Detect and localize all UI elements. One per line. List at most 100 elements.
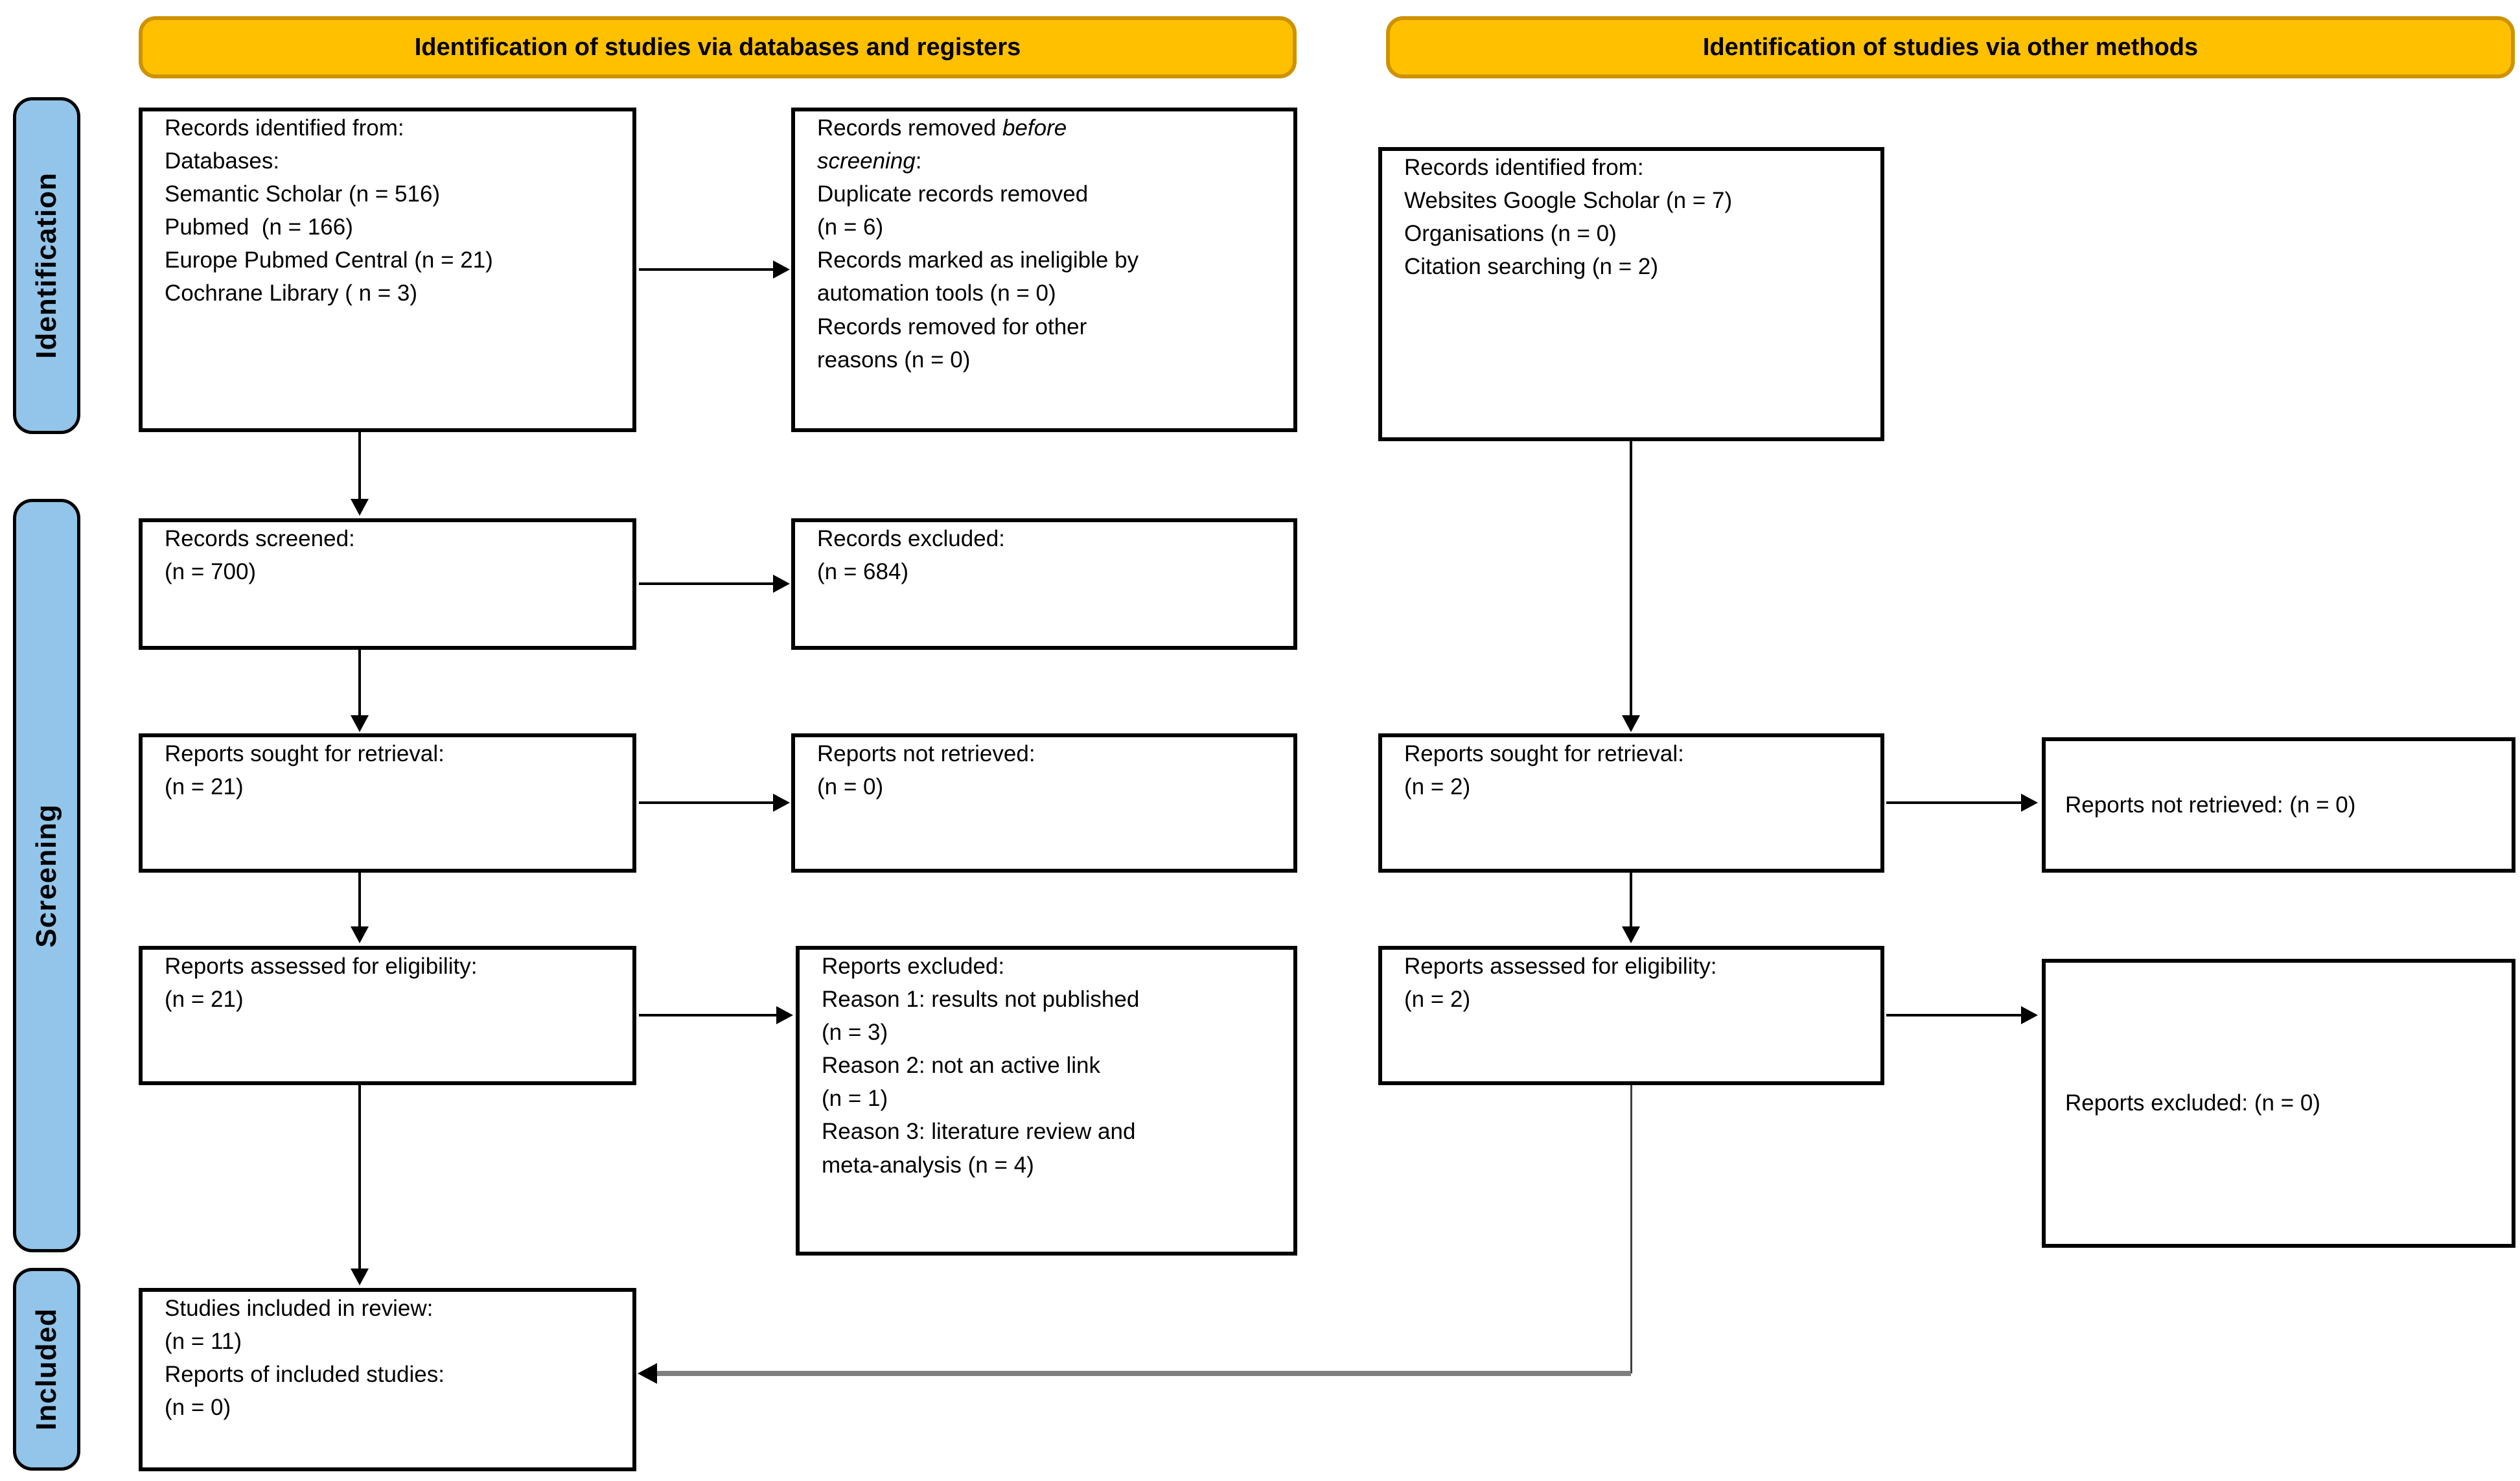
- box-line: Reports excluded:: [822, 954, 1005, 979]
- box-reports-excluded-other: Reports excluded: (n = 0): [2042, 959, 2515, 1248]
- arrow-line: [639, 582, 773, 585]
- box-line: (n = 684): [817, 559, 909, 585]
- arrow-line: [639, 268, 773, 271]
- box-line: Reason 1: results not published: [822, 987, 1140, 1013]
- banner-other-methods-label: Identification of studies via other meth…: [1702, 33, 2199, 61]
- box-line: Reports of included studies:: [165, 1362, 445, 1388]
- box-line-italic: before: [1002, 115, 1067, 141]
- box-line: (n = 3): [822, 1020, 888, 1046]
- arrow-line: [1630, 441, 1632, 715]
- box-reports-assessed-other: Reports assessed for eligibility: (n = 2…: [1378, 946, 1884, 1085]
- arrowhead-left-icon: [638, 1363, 657, 1384]
- stage-label-screening-text: Screening: [30, 803, 62, 948]
- arrow-line: [1886, 1014, 2021, 1016]
- arrowhead-right-icon: [2021, 794, 2038, 812]
- stage-label-screening: Screening: [13, 499, 80, 1252]
- box-line: (n = 0): [817, 774, 884, 800]
- box-records-identified-other: Records identified from: Websites Google…: [1378, 147, 1884, 441]
- arrow-line: [358, 1085, 361, 1269]
- box-studies-included: Studies included in review: (n = 11) Rep…: [139, 1288, 636, 1471]
- stage-label-identification: Identification: [13, 97, 80, 434]
- connector-horizontal-line: [657, 1371, 1631, 1376]
- arrowhead-right-icon: [2021, 1006, 2038, 1024]
- connector-vertical-line: [1630, 1085, 1632, 1373]
- box-line: Citation searching (n = 2): [1404, 254, 1659, 280]
- stage-label-included-text: Included: [30, 1308, 62, 1430]
- box-line: meta-analysis (n = 4): [822, 1152, 1034, 1178]
- arrowhead-right-icon: [776, 1006, 793, 1024]
- box-line-text: Records removed: [817, 115, 1002, 141]
- box-reports-excluded-reasons: Reports excluded: Reason 1: results not …: [796, 946, 1297, 1256]
- stage-label-identification-text: Identification: [30, 172, 62, 359]
- box-line: Reports excluded: (n = 0): [2065, 1090, 2320, 1116]
- arrow-line: [639, 1014, 776, 1016]
- box-reports-sought-databases: Reports sought for retrieval: (n = 21): [139, 733, 636, 873]
- arrowhead-right-icon: [773, 794, 790, 812]
- box-line: Reports not retrieved:: [817, 741, 1035, 766]
- stage-label-included: Included: [13, 1268, 80, 1471]
- arrowhead-right-icon: [773, 260, 790, 279]
- box-line-text: :: [915, 148, 922, 174]
- box-reports-not-retrieved-other: Reports not retrieved: (n = 0): [2042, 737, 2515, 873]
- box-line: (n = 2): [1404, 987, 1471, 1013]
- box-line: Reports sought for retrieval:: [165, 741, 445, 766]
- box-line: Records identified from:: [1404, 155, 1644, 180]
- box-line: Websites Google Scholar (n = 7): [1404, 188, 1733, 214]
- box-line: (n = 21): [165, 987, 244, 1013]
- box-line: Europe Pubmed Central (n = 21): [165, 247, 493, 273]
- banner-databases-registers-label: Identification of studies via databases …: [414, 33, 1021, 61]
- box-line: Cochrane Library ( n = 3): [165, 281, 418, 306]
- box-line: (n = 700): [165, 559, 257, 585]
- box-line: (n = 21): [165, 774, 244, 800]
- box-line: Pubmed (n = 166): [165, 214, 353, 240]
- arrow-line: [358, 432, 361, 499]
- box-records-removed-before-screening: Records removed before screening: Duplic…: [791, 108, 1297, 432]
- box-line: (n = 1): [822, 1086, 888, 1112]
- box-records-excluded: Records excluded: (n = 684): [791, 518, 1297, 650]
- box-line: Records marked as ineligible by: [817, 247, 1139, 273]
- box-line: Duplicate records removed: [817, 181, 1089, 207]
- box-line: Databases:: [165, 148, 280, 174]
- banner-other-methods: Identification of studies via other meth…: [1386, 16, 2515, 78]
- box-line: Reports assessed for eligibility:: [1404, 954, 1717, 979]
- box-line: (n = 2): [1404, 774, 1471, 800]
- box-line: Records excluded:: [817, 526, 1005, 551]
- arrowhead-down-icon: [1622, 926, 1640, 943]
- box-line: screening:: [817, 144, 1274, 178]
- box-line: Reports assessed for eligibility:: [165, 954, 478, 979]
- box-line: Reason 3: literature review and: [822, 1119, 1136, 1145]
- arrowhead-down-icon: [351, 715, 369, 732]
- box-line: Studies included in review:: [165, 1296, 433, 1321]
- box-line: (n = 11): [165, 1329, 242, 1355]
- box-reports-assessed-databases: Reports assessed for eligibility: (n = 2…: [139, 946, 636, 1085]
- box-line: Organisations (n = 0): [1404, 221, 1617, 247]
- arrow-line: [639, 801, 773, 804]
- box-records-screened: Records screened: (n = 700): [139, 518, 636, 650]
- box-line-italic: screening: [817, 148, 916, 174]
- box-line: (n = 0): [165, 1395, 231, 1421]
- box-line: Semantic Scholar (n = 516): [165, 181, 441, 207]
- box-line: Reports not retrieved: (n = 0): [2065, 792, 2356, 818]
- arrowhead-right-icon: [773, 575, 790, 593]
- box-reports-not-retrieved-databases: Reports not retrieved: (n = 0): [791, 733, 1297, 873]
- box-line: reasons (n = 0): [817, 347, 971, 373]
- banner-databases-registers: Identification of studies via databases …: [139, 16, 1297, 78]
- arrowhead-down-icon: [351, 926, 369, 943]
- box-line: (n = 6): [817, 214, 884, 240]
- arrow-line: [358, 873, 361, 926]
- arrow-line: [1630, 873, 1632, 926]
- box-records-identified-databases: Records identified from: Databases: Sema…: [139, 108, 636, 432]
- box-line: Records screened:: [165, 526, 355, 551]
- arrowhead-down-icon: [351, 499, 369, 516]
- box-line: Records removed before: [817, 111, 1274, 144]
- arrow-line: [358, 650, 361, 715]
- arrowhead-down-icon: [1622, 715, 1640, 732]
- arrow-line: [1886, 801, 2021, 804]
- arrowhead-down-icon: [351, 1269, 369, 1285]
- box-line: Reports sought for retrieval:: [1404, 741, 1684, 766]
- box-line: Records identified from:: [165, 115, 404, 141]
- box-line: automation tools (n = 0): [817, 281, 1056, 306]
- box-line: Reason 2: not an active link: [822, 1053, 1100, 1079]
- box-line: Records removed for other: [817, 314, 1087, 339]
